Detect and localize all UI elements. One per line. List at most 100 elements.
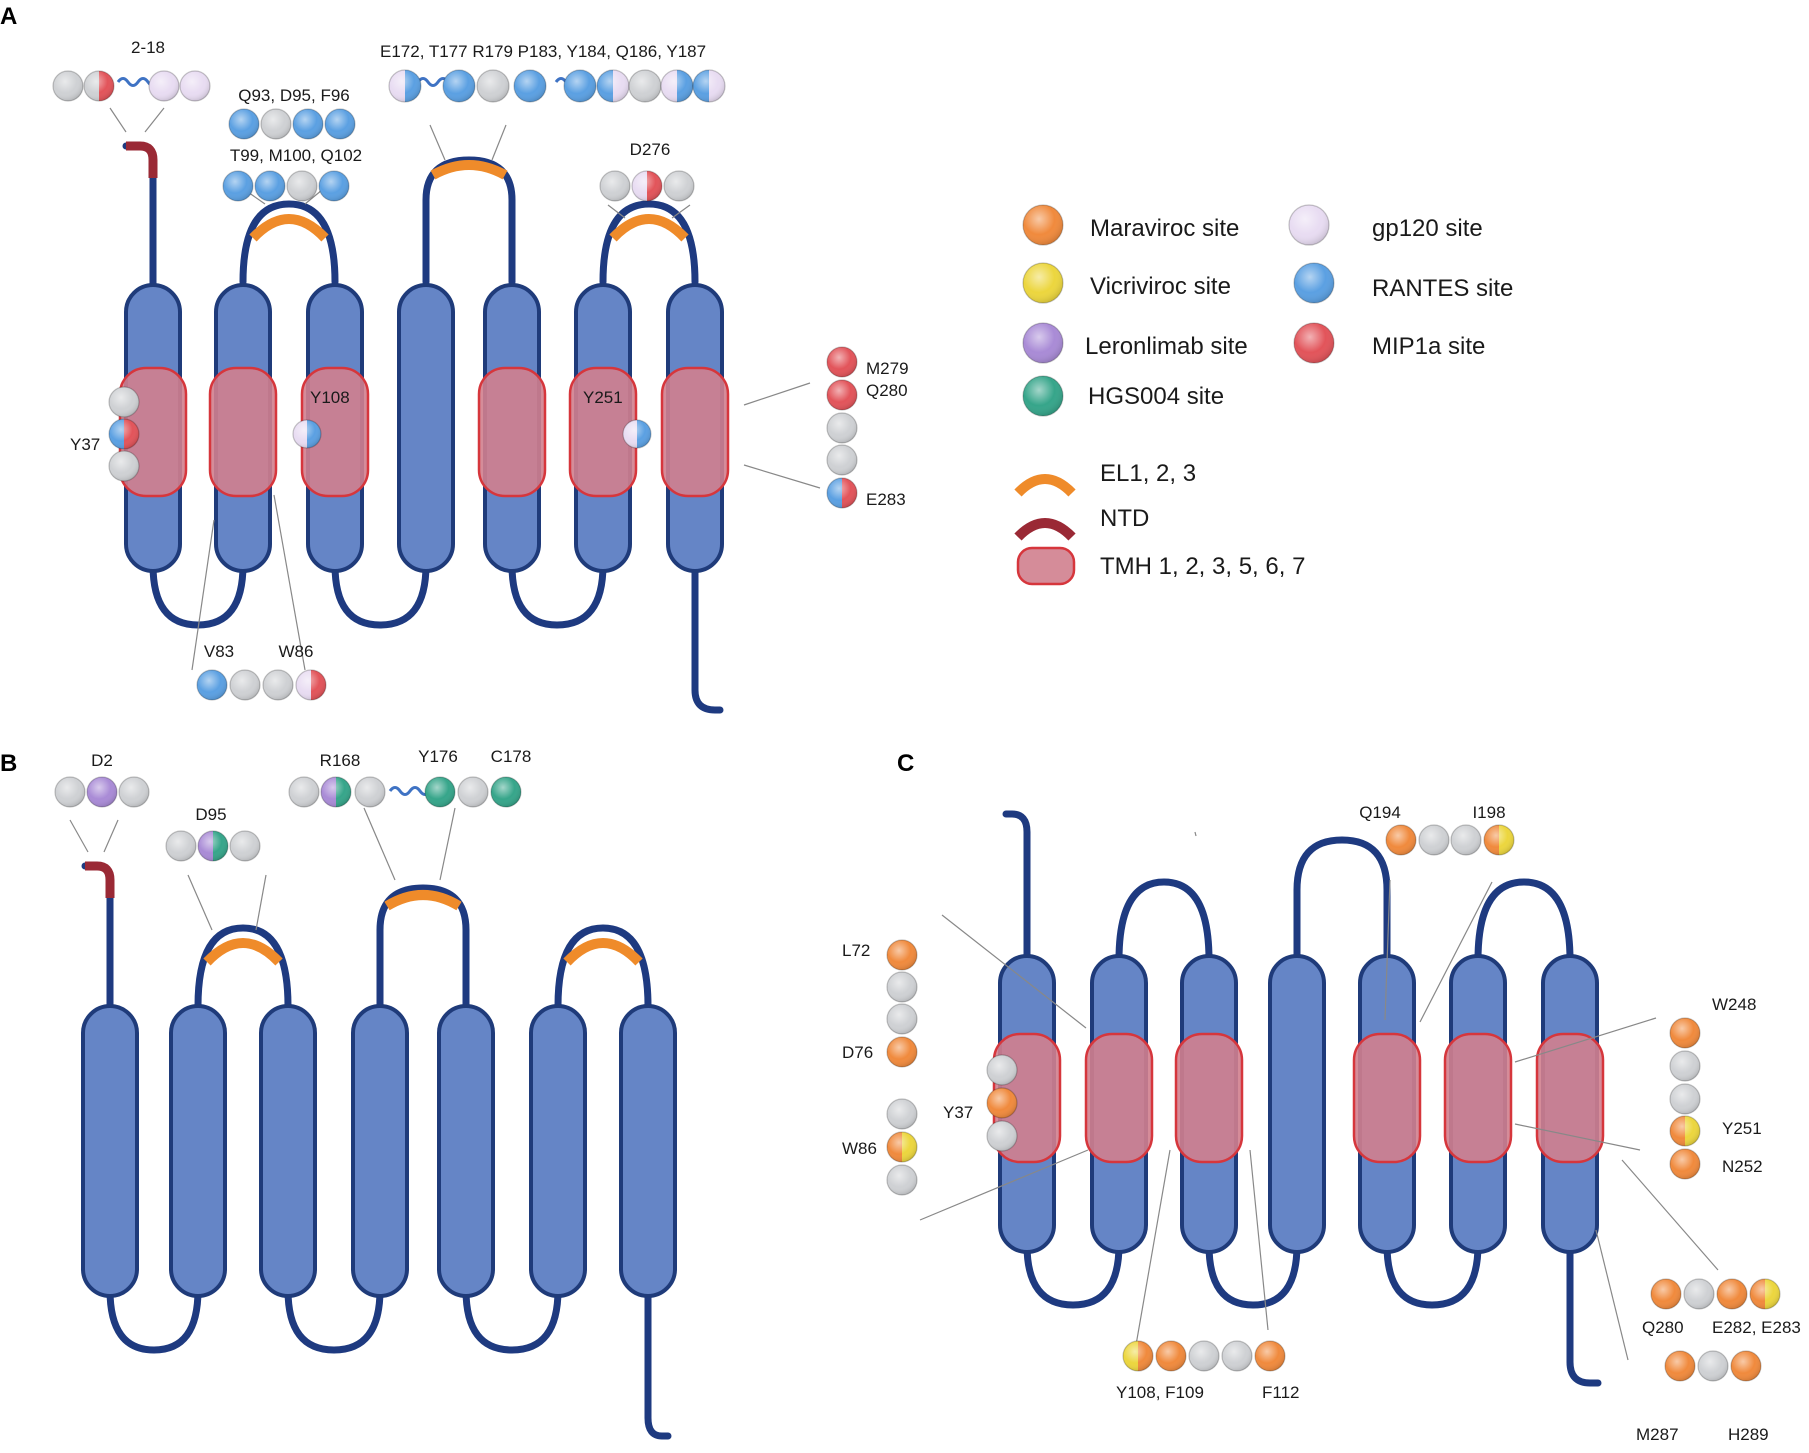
label-a-q93-d95-f96: Q93, D95, F96 [238,86,350,105]
residue-tm6 [1669,1017,1701,1049]
legend-tmh-label: TMH 1, 2, 3, 5, 6, 7 [1100,553,1305,580]
label-a-y37: Y37 [70,435,100,454]
residue-el2 [596,69,630,103]
residue-nterm [179,70,211,102]
residue-y37 [986,1054,1018,1086]
residue-el2 [628,69,662,103]
legend-ntd-label: NTD [1100,505,1149,532]
residue-ctm7 [826,379,858,411]
label-a-e283: E283 [866,490,906,509]
label-c-f112: F112 [1262,1383,1300,1402]
panel-c-tmh-regions [992,1032,1605,1164]
label-b-d2: D2 [91,751,113,770]
label-b-d95: D95 [195,805,226,824]
legend-el-swatch [1014,474,1076,497]
el2-linker [416,77,450,87]
legend: Maraviroc site Vicriviroc site Leronlima… [1014,204,1513,586]
label-a-q280: Q280 [866,381,908,400]
residue-tm3 [1188,1340,1220,1372]
label-c-l72: L72 [842,941,870,960]
legend-tmh-swatch [1016,546,1076,586]
panel-a-leader-lines [109,107,821,671]
panel-a-residues [52,69,858,701]
label-b-c178: C178 [491,747,532,766]
legend-maraviroc-label: Maraviroc site [1090,215,1239,242]
label-c-q280: Q280 [1642,1318,1684,1337]
label-c-q194: Q194 [1359,803,1401,822]
legend-leronlimab-label: Leronlimab site [1085,333,1248,360]
label-a-y108: Y108 [310,388,350,407]
residue-el1 [318,170,350,202]
residue-el1 [254,170,286,202]
residue-d95 [197,830,229,862]
residue-d2 [54,776,86,808]
label-a-el2-residues: E172, T177 R179 P183, Y184, Q186, Y187 [380,42,706,61]
residue-el2 [288,776,320,808]
residue-tm1 [108,418,140,450]
label-c-n252: N252 [1722,1157,1763,1176]
residue-tm2 [886,971,918,1003]
legend-leronlimab-swatch [1022,322,1064,364]
residue-el2 [388,69,422,103]
panel-b-el3-segment [563,938,643,966]
legend-ntd-swatch [1014,518,1076,541]
panel-b-linker [388,786,432,796]
residue-il1 [295,669,327,701]
residue-el1 [286,170,318,202]
legend-maraviroc-swatch [1022,204,1064,246]
panel-b-label: B [0,750,17,777]
residue-y37 [986,1120,1018,1152]
residue-tm7 [1730,1350,1762,1382]
panel-b-el1-segment [203,938,283,966]
label-c-i198: I198 [1472,803,1505,822]
residue-el1 [260,108,292,140]
residue-tm2 [886,1003,918,1035]
legend-vicriviroc-swatch [1022,262,1064,304]
residue-tm2 [886,939,918,971]
residue-tm6 [1669,1083,1701,1115]
el1-segment [249,214,329,242]
residue-el2 [513,69,547,103]
residue-ctm7 [826,412,858,444]
label-c-y251: Y251 [1722,1119,1762,1138]
residue-el2 [660,69,694,103]
residue-ctm7 [1749,1278,1781,1310]
residue-tm3 [1221,1340,1253,1372]
residue-il1 [262,669,294,701]
legend-mip1a-swatch [1293,322,1335,364]
label-c-w248: W248 [1712,995,1756,1014]
residue-ctm7 [1650,1278,1682,1310]
residue-el2 [692,69,726,103]
legend-rantes-swatch [1293,262,1335,304]
panel-c-receptor: Q194 I198 L72 D76 Y37 W86 W248 Y251 N252… [842,803,1801,1444]
residue-el2 [476,69,510,103]
panel-b-receptor: D2 D95 R168 Y176 C178 [54,747,677,1440]
residue-tm7 [1697,1350,1729,1382]
residue-el2 [320,776,352,808]
legend-vicriviroc-label: Vicriviroc site [1090,273,1231,300]
legend-mip1a-label: MIP1a site [1372,333,1485,360]
panel-c-residues [886,824,1781,1382]
residue-el2 [442,69,476,103]
el2-segment [430,160,508,180]
residue-el3 [663,170,695,202]
label-c-e282-e283: E282, E283 [1712,1318,1801,1337]
residue-d95 [165,830,197,862]
residue-tm6 [1669,1148,1701,1180]
residue-el2 [354,776,386,808]
legend-rantes-label: RANTES site [1372,275,1513,302]
label-a-v83: V83 [204,642,234,661]
label-c-m287: M287 [1636,1425,1679,1444]
label-a-y251: Y251 [583,388,623,407]
label-a-d276: D276 [630,140,671,159]
residue-nterm [83,70,115,102]
residue-tm7 [1664,1350,1696,1382]
residue-el2 [457,776,489,808]
residue-el2 [424,776,456,808]
residue-y251 [622,419,652,449]
residue-el3 [599,170,631,202]
residue-y37 [986,1087,1018,1119]
residue-el3 [631,170,663,202]
legend-gp120-label: gp120 site [1372,215,1483,242]
